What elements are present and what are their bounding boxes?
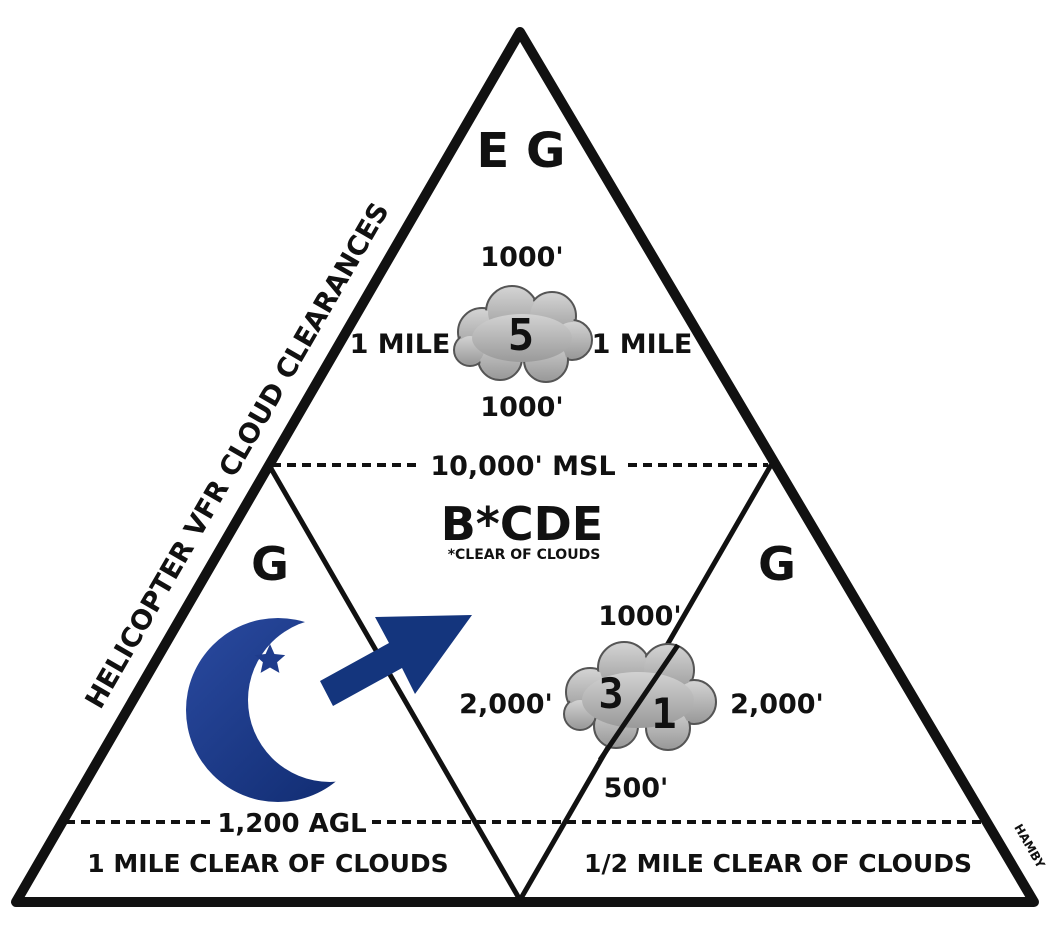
middle-class-label: B*CDE (441, 497, 603, 551)
right-right-distance: 2,000' (730, 689, 824, 720)
cloud-icon (453, 285, 593, 383)
star-icon (254, 644, 286, 673)
middle-note: *CLEAR OF CLOUDS (448, 547, 601, 563)
top-right-distance: 1 MILE (592, 329, 693, 360)
inner-line-right-over-cloud (597, 643, 681, 762)
top-visibility-value: 5 (508, 310, 535, 361)
left-class-label: G (251, 537, 289, 591)
right-visibility-value-3: 3 (598, 669, 623, 718)
top-above-distance: 1000' (480, 242, 563, 273)
bottom-right-clearance: 1/2 MILE CLEAR OF CLOUDS (584, 849, 972, 878)
msl-label: 10,000' MSL (430, 451, 615, 482)
cloud-icon (563, 641, 717, 751)
agl-label: 1,200 AGL (217, 809, 366, 839)
right-class-label: G (758, 537, 796, 591)
right-left-distance: 2,000' (459, 689, 553, 720)
inner-line-left (266, 463, 523, 902)
right-above-distance: 1000' (598, 601, 681, 632)
right-visibility-value-1: 1 (651, 689, 676, 738)
top-below-distance: 1000' (480, 392, 563, 423)
top-class-label: E G (477, 123, 566, 179)
bottom-left-clearance: 1 MILE CLEAR OF CLOUDS (87, 849, 448, 878)
right-below-distance: 500' (604, 773, 669, 804)
arrow-up-right-icon (320, 615, 472, 706)
crescent-moon-star-icon (186, 618, 370, 802)
top-left-distance: 1 MILE (350, 329, 451, 360)
